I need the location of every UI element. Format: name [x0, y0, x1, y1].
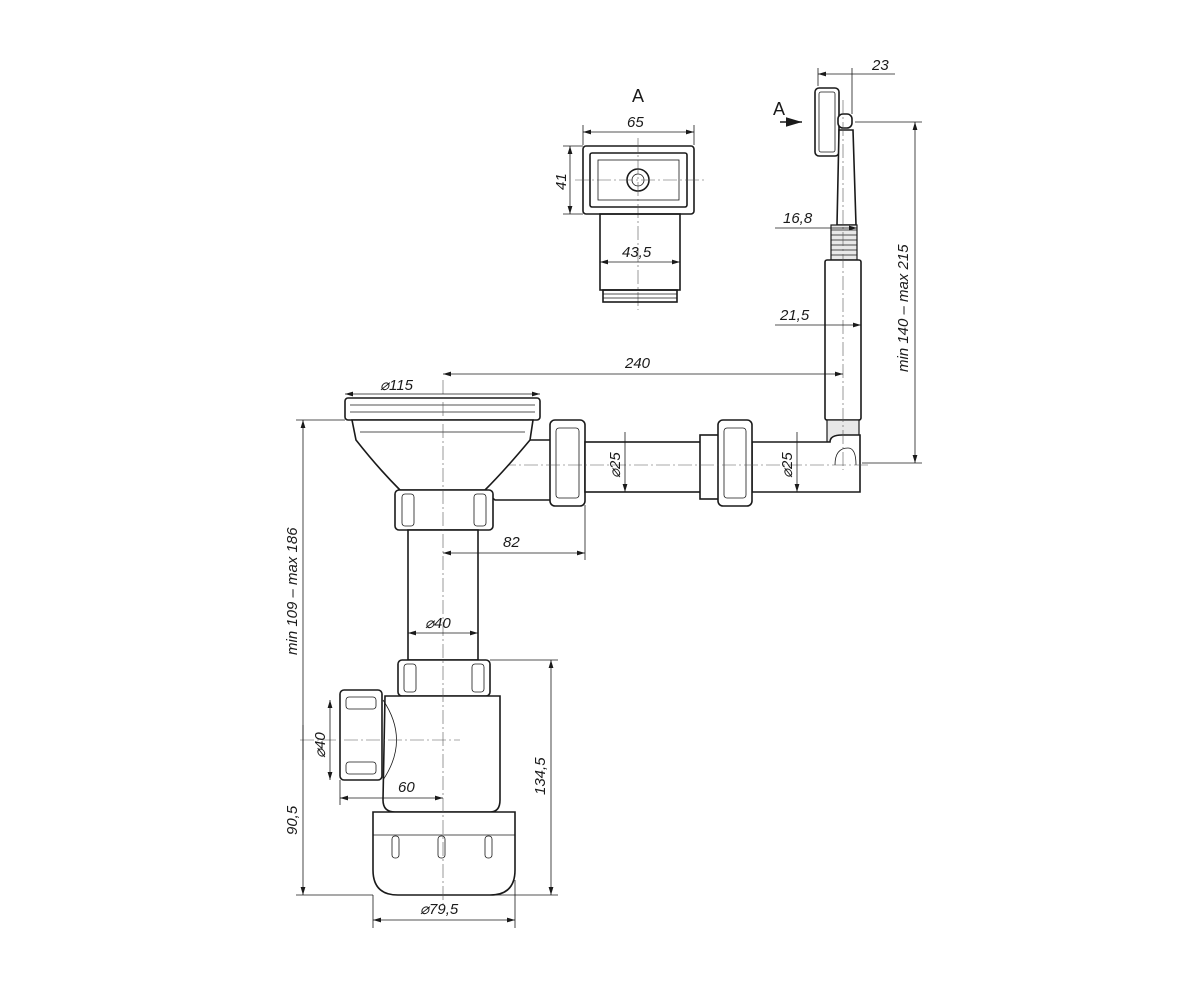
- dim-siphon-height-range: min 109 – max 186: [284, 527, 301, 655]
- dim-strainer-offset: 82: [503, 534, 520, 551]
- dim-overflow-pipe-thick: 21,5: [779, 307, 810, 324]
- sink-strainer: [344, 397, 541, 491]
- dim-siphon-bottom-diameter: ⌀79,5: [420, 901, 459, 918]
- dim-overflow-height-range: min 140 – max 215: [895, 244, 912, 372]
- overflow-riser: [751, 87, 862, 493]
- dim-horizontal-pipe-1: ⌀25: [607, 452, 624, 478]
- dim-view-a-height: 41: [553, 173, 570, 190]
- view-a-label: A: [632, 86, 644, 106]
- dim-horizontal-distance: 240: [624, 355, 651, 372]
- dim-overflow-pipe-thin: 16,8: [783, 210, 813, 227]
- dim-siphon-outlet: ⌀40: [312, 732, 329, 758]
- overflow-horizontal-pipe: [484, 419, 753, 507]
- dim-siphon-pipe: ⌀40: [425, 615, 451, 632]
- dim-horizontal-pipe-2: ⌀25: [779, 452, 796, 478]
- dim-view-a-width: 65: [627, 114, 644, 131]
- dim-siphon-outlet-height: 90,5: [284, 805, 301, 835]
- dim-strainer-diameter: ⌀115: [380, 377, 414, 394]
- overflow-view-arrow-label: A: [773, 99, 785, 119]
- view-a-detail: [575, 138, 705, 310]
- siphon-body: [339, 489, 516, 896]
- dim-siphon-height: 134,5: [532, 757, 549, 795]
- dim-overflow-depth: 23: [871, 57, 889, 74]
- dim-view-a-pipe: 43,5: [622, 244, 652, 261]
- dim-siphon-outlet-length: 60: [398, 779, 415, 796]
